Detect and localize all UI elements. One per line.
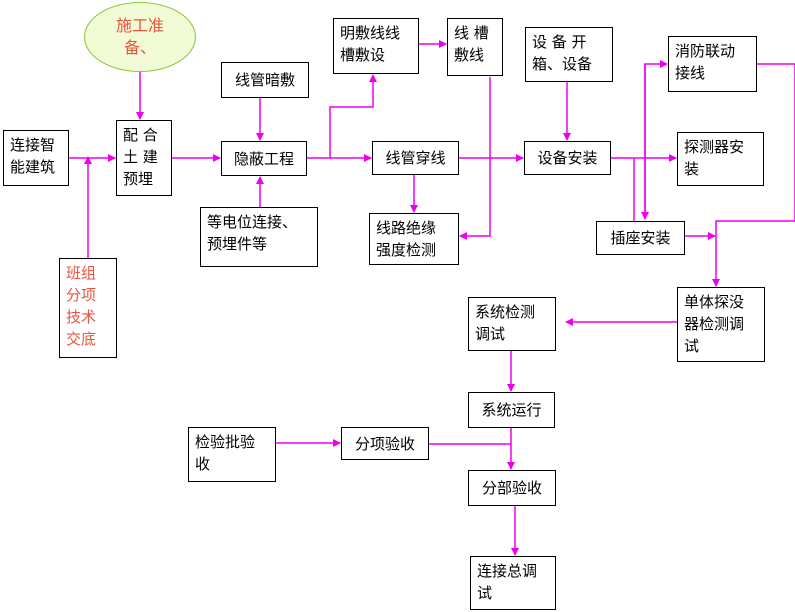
equipotential-bonding-box: 等电位连接、 预埋件等 [200,207,318,267]
arrow-trough-to-insulation [459,77,491,240]
conduit-concealed-box: 线管暗敷 [221,62,309,98]
trough-wiring-box: 线 槽 敷线 [447,18,503,76]
arrow-branch-to-fire [644,60,668,219]
fire-linkage-wiring-box: 消防联动 接线 [668,36,757,92]
team-tech-briefing-box: 班组 分项 技术 交底 [59,258,117,358]
arrow-fire-to-single [712,63,795,287]
construction-prep-ellipse: 施工准 备、 [84,2,196,72]
arrow-concealed-to-surface [329,74,377,158]
equipment-install-box: 设备安装 [524,141,611,175]
system-test-box: 系统检测 调试 [468,297,556,351]
sub-item-acceptance-box: 分项验收 [341,427,429,460]
surface-trunking-box: 明敷线线 槽敷设 [333,18,419,74]
single-detector-test-box: 单体探没 器检测调 试 [677,287,765,362]
concealed-work-box: 隐蔽工程 [221,141,307,176]
division-acceptance-box: 分部验收 [468,470,556,506]
detector-install-box: 探测器安 装 [677,132,764,186]
civil-embedding-box: 配 合 土 建 预埋 [116,120,172,196]
final-commissioning-box: 连接总调 试 [470,556,556,610]
equipment-unpack-box: 设 备 开 箱、设备 [525,27,613,82]
system-run-box: 系统运行 [468,392,555,428]
connect-smart-building-box: 连接智 能建筑 [3,130,69,186]
socket-install-box: 插座安装 [596,221,685,255]
inspection-batch-box: 检验批验 收 [188,427,276,482]
conduit-pulling-box: 线管穿线 [372,141,459,175]
insulation-test-box: 线路绝缘 强度检测 [369,213,459,265]
